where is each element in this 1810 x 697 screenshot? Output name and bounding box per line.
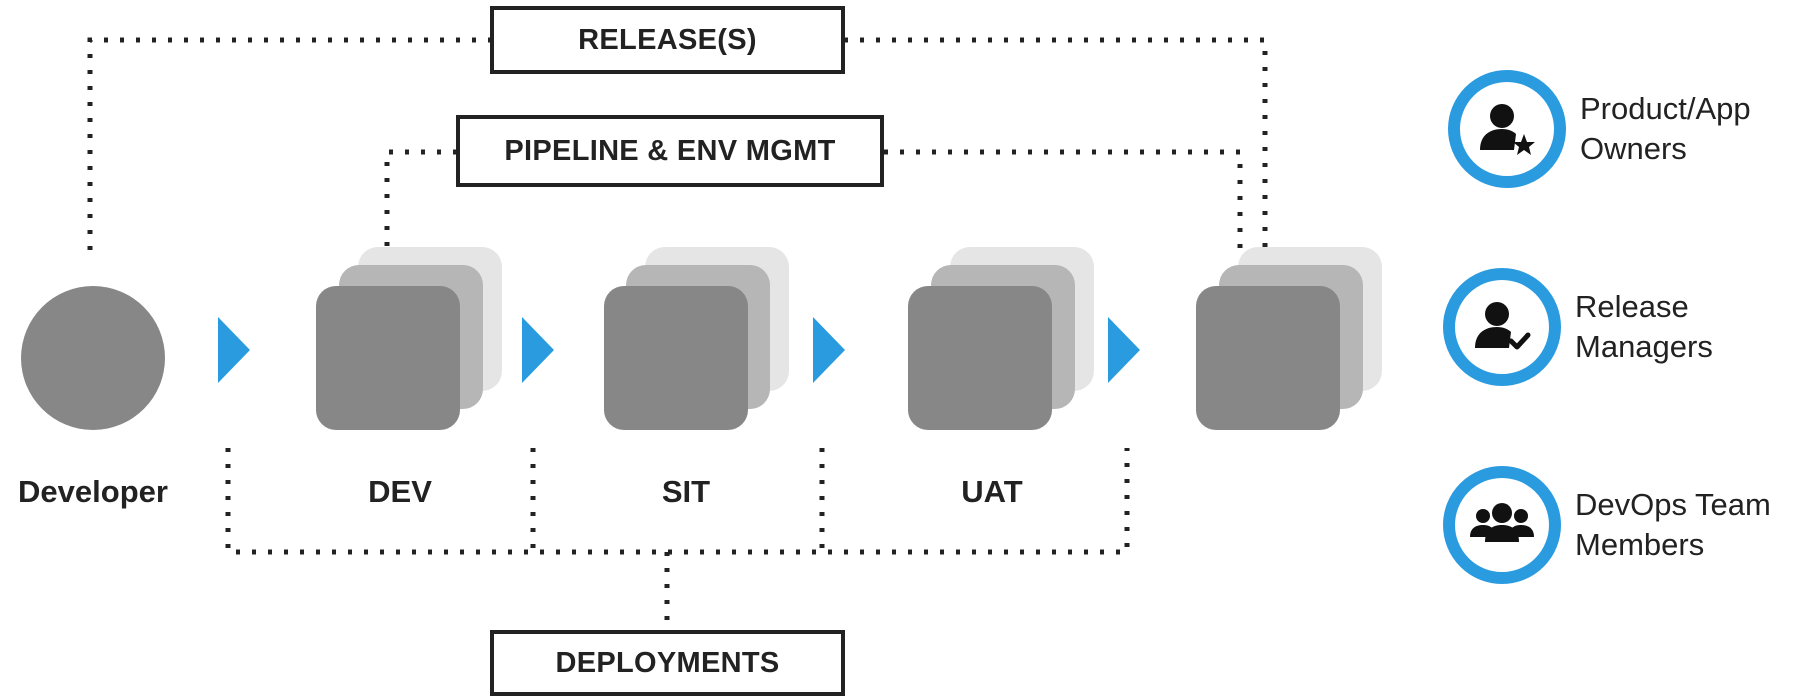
stage-label-uat: UAT: [961, 474, 1023, 509]
arrow-right-icon: [813, 317, 845, 383]
env-stack-dev: [316, 247, 502, 430]
env-stack-uat: [908, 247, 1094, 430]
deployments-connector: [225, 448, 1130, 555]
role-line: Members: [1575, 527, 1705, 562]
env-stack-prod: [1196, 247, 1382, 430]
user-check-icon: [1475, 302, 1531, 350]
role-product-owners: Product/App Owners: [1448, 70, 1790, 188]
role-devops-team: DevOps Team Members: [1443, 466, 1785, 584]
role-line: DevOps Team: [1575, 487, 1771, 522]
role-line: Managers: [1575, 329, 1713, 364]
stage-label-sit: SIT: [661, 474, 711, 509]
role-text: DevOps Team Members: [1575, 485, 1785, 565]
role-release-managers: Release Managers: [1443, 268, 1785, 386]
role-ring: [1448, 70, 1566, 188]
role-line: Product/App: [1580, 91, 1751, 126]
arrow-right-icon: [522, 317, 554, 383]
role-ring: [1443, 466, 1561, 584]
arrow-right-icon: [218, 317, 250, 383]
env-stack-sit: [604, 247, 789, 430]
role-text: Release Managers: [1575, 287, 1785, 367]
pipeline-connector-right: [884, 149, 1243, 258]
deployments-label: DEPLOYMENTS: [490, 630, 845, 696]
developer-circle: [21, 286, 165, 430]
releases-connector-right: [844, 37, 1268, 258]
stage-label-dev: DEV: [368, 474, 432, 509]
user-star-icon: [1480, 104, 1535, 155]
pipeline-label: PIPELINE & ENV MGMT: [456, 115, 884, 187]
role-line: Release: [1575, 289, 1689, 324]
role-line: Owners: [1580, 131, 1687, 166]
arrow-right-icon: [1108, 317, 1140, 383]
role-text: Product/App Owners: [1580, 89, 1790, 169]
releases-label: RELEASE(S): [490, 6, 845, 74]
role-ring: [1443, 268, 1561, 386]
user-group-icon: [1470, 503, 1534, 542]
pipeline-connector: [384, 149, 458, 262]
releases-connector: [87, 37, 492, 250]
developer-label: Developer: [18, 474, 168, 509]
